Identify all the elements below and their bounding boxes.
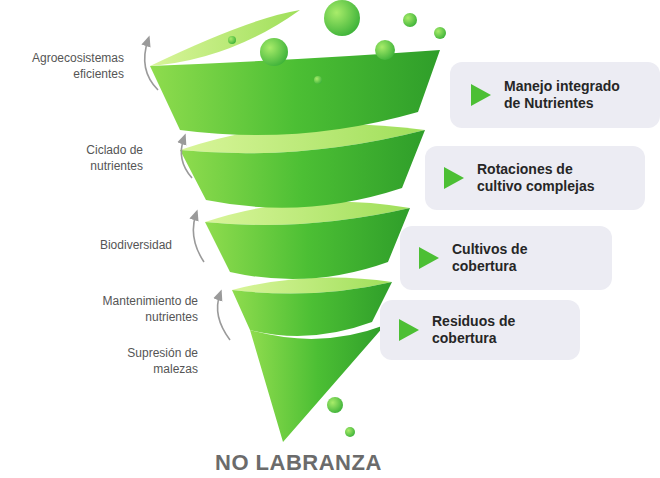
practice-box: Cultivos de cobertura [400,226,612,290]
practice-text: Rotaciones de cultivo complejas [477,161,617,195]
benefit-label: Supresión de malezas [106,345,198,377]
practice-box: Rotaciones de cultivo complejas [425,146,645,210]
benefit-label: Agroecosistemas eficientes [12,50,124,82]
practice-text: Residuos de cobertura [432,313,547,347]
benefit-label: Ciclado de nutrientes [63,142,143,174]
play-icon [418,246,440,270]
play-icon [443,166,465,190]
diagram-title: NO LABRANZA [215,450,382,476]
play-icon [398,318,420,342]
practice-text: Cultivos de cobertura [452,241,567,275]
practice-box: Manejo integrado de Nutrientes [450,62,660,128]
practice-text: Manejo integrado de Nutrientes [504,78,629,112]
play-icon [470,83,492,107]
practice-box: Residuos de cobertura [380,300,580,360]
benefit-label: Biodiversidad [62,237,172,253]
benefit-label: Mantenimiento de nutrientes [66,293,198,325]
